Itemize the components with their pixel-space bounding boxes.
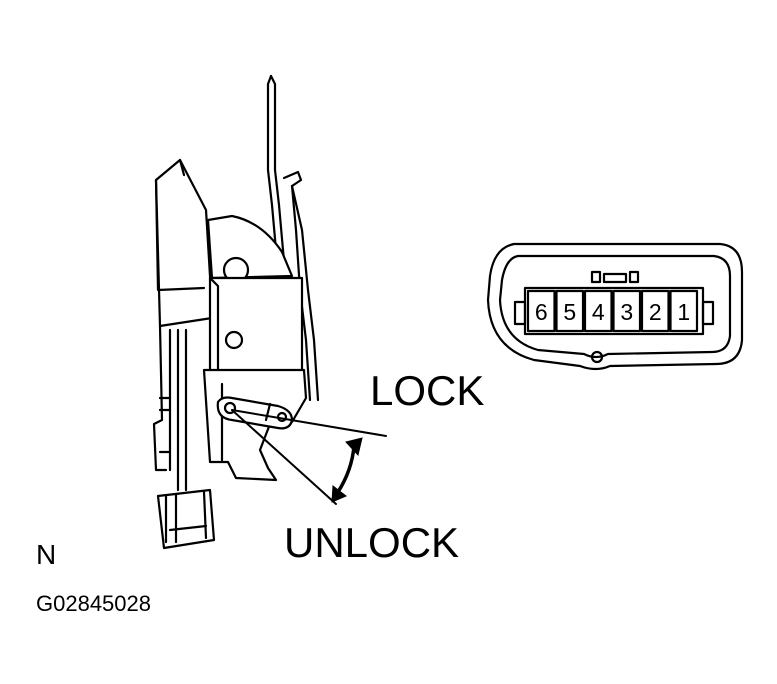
connector-pin-cell <box>612 289 642 333</box>
connector-pin-number: 5 <box>563 299 576 325</box>
upper-housing <box>154 158 214 328</box>
door-lock-assembly <box>152 74 320 550</box>
connector-pin-frame <box>523 286 705 336</box>
rotation-arrow-arc <box>336 444 356 494</box>
rotation-arrow-head-bottom <box>331 485 347 503</box>
connector-tab-right <box>701 300 715 326</box>
connector-pin-cell <box>669 289 699 333</box>
side-plate <box>168 328 188 492</box>
rotation-arrow-head-top <box>345 437 363 457</box>
lock-position-line <box>231 409 387 437</box>
connector-pin-cell <box>640 289 670 333</box>
connector-pin-cell <box>526 289 556 333</box>
connector-pin-cell <box>583 289 613 333</box>
view-marker-label: N <box>36 539 56 570</box>
connector-outer-shell <box>486 242 744 371</box>
connector-pin-number: 2 <box>649 299 662 325</box>
connector-latch-left <box>590 270 602 284</box>
lock-label: LOCK <box>370 367 484 414</box>
lever-angle-indicator <box>231 409 387 505</box>
connector-pin-number: 6 <box>535 299 548 325</box>
connector-pin-number: 3 <box>620 299 633 325</box>
link-rod <box>282 170 320 402</box>
connector-pin-number: 4 <box>592 299 605 325</box>
gear-housing <box>206 214 294 280</box>
figure-code-label: G02845028 <box>36 591 151 616</box>
connector-plug <box>156 488 216 550</box>
connector-pin-cell <box>555 289 585 333</box>
connector-tab-left <box>513 300 527 326</box>
unlock-label: UNLOCK <box>284 519 459 566</box>
connector-latch-center <box>602 272 628 284</box>
connector-latch-right <box>628 270 640 284</box>
mounting-hole <box>224 330 244 350</box>
connector-pin-number: 1 <box>677 299 690 325</box>
connector-key-hole <box>590 350 604 364</box>
main-body <box>208 276 304 376</box>
unlock-position-line <box>231 409 337 505</box>
connector-inner-shell <box>498 254 732 359</box>
